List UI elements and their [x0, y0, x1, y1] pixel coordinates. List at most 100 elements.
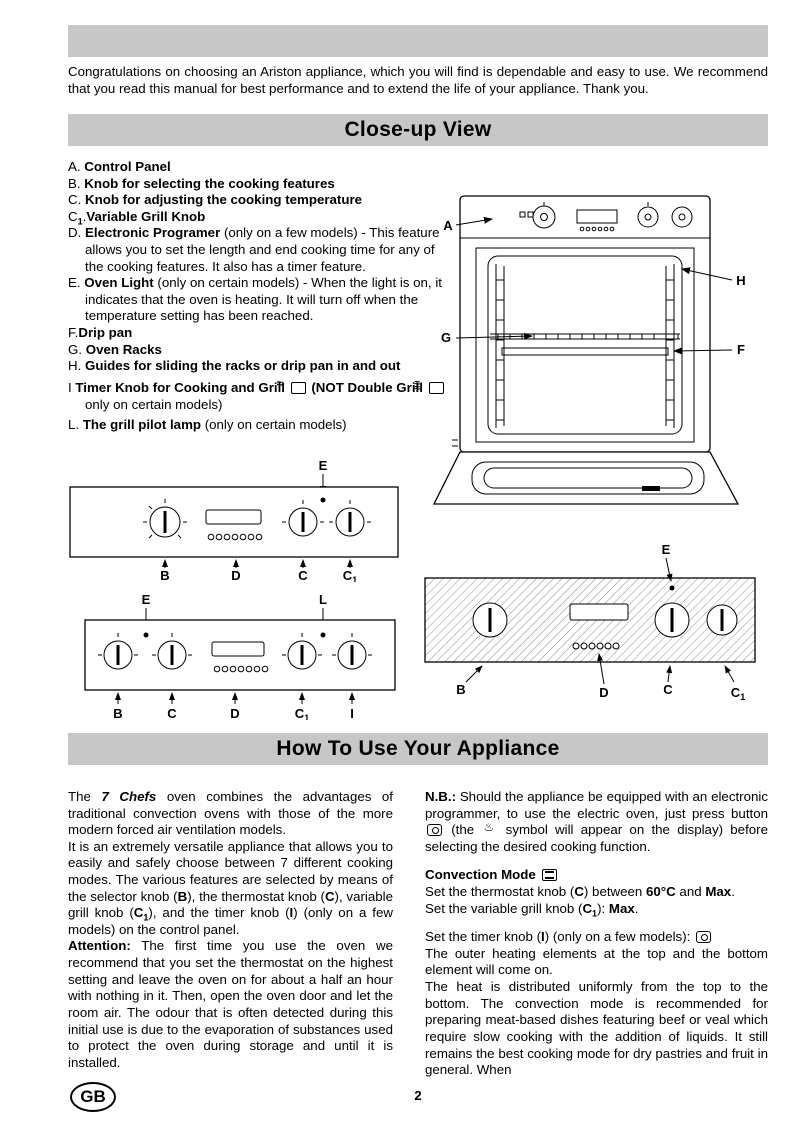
part-item-l: L. The grill pilot lamp (only on certain… [68, 417, 456, 434]
part-item-c: C. Knob for adjusting the cooking temper… [68, 192, 456, 209]
oven-door [432, 451, 740, 505]
part-text: Oven Racks [85, 341, 162, 357]
part-item-g: G. Oven Racks [68, 342, 456, 359]
part-text: Guides for sliding the racks or drip pan… [85, 358, 401, 374]
grill-icon [290, 381, 306, 394]
panel2-label-e: E [142, 592, 151, 607]
part-item-b: B. Knob for selecting the cooking featur… [68, 176, 456, 193]
steam-symbol-icon [483, 821, 496, 836]
part-text: Knob for adjusting the cooking temperatu… [85, 192, 363, 208]
part-letter: I [68, 379, 72, 395]
part-letter: B. [68, 175, 81, 191]
thermostat-setting-line: Set the thermostat knob (C) between 60°C… [425, 884, 735, 900]
part-text: Oven Light (only on certain models) - Wh… [84, 275, 442, 324]
part-item-d: D. Electronic Programer (only on a few m… [68, 225, 456, 275]
rack-guides-left [496, 279, 504, 421]
control-panel-diagram-1: E B D C C1 [69, 458, 399, 582]
grill-setting-line: Set the variable grill knob (C1): Max. [425, 900, 639, 919]
part-letter: D. [68, 225, 82, 241]
usage-section-title: How To Use Your Appliance [68, 733, 768, 765]
control-panel-diagram-2: E L B C D C1 [84, 592, 396, 720]
attention-paragraph: Attention: The first time you use the ov… [68, 938, 393, 1070]
panel2-display [211, 641, 265, 657]
panel2-label-l: L [319, 592, 327, 607]
part-text: Knob for selecting the cooking features [84, 175, 335, 191]
intro-paragraph: Congratulations on choosing an Ariston a… [68, 64, 768, 96]
part-letter: C. [68, 192, 82, 208]
door-handle [642, 486, 660, 491]
oven-label-g: G [441, 330, 451, 345]
part-letter: F. [68, 325, 79, 341]
usage-left-column: The 7 Chefs oven combines the advantages… [68, 789, 393, 1071]
versatile-paragraph: It is an extremely versatile appliance t… [68, 838, 393, 937]
heat-distribution-paragraph: The heat is distributed uniformly from t… [425, 979, 768, 1078]
seven-chefs-paragraph: The 7 Chefs oven combines the advantages… [68, 789, 393, 838]
nb-paragraph: N.B.: Should the appliance be equipped w… [425, 789, 768, 855]
part-item-c1: C1.Variable Grill Knob [68, 209, 456, 226]
part-text: Control Panel [84, 159, 171, 174]
rack-guides-right [666, 279, 674, 421]
part-item-f: F.Drip pan [68, 325, 456, 342]
part-text: Timer Knob for Cooking and Grill (NOT Do… [75, 380, 445, 412]
part-letter: G. [68, 341, 83, 357]
oven-label-h: H [736, 273, 745, 288]
grill-pilot-lamp-indicator [320, 632, 326, 638]
panel2-knob-thermostat [157, 640, 187, 670]
convection-mode-heading: Convection Mode [425, 867, 768, 884]
oven-display [576, 209, 618, 224]
part-letter: H. [68, 358, 82, 374]
panel1-label-b: B [160, 568, 169, 582]
oven-label-a: A [443, 218, 453, 233]
part-item-e: E. Oven Light (only on certain models) -… [68, 275, 456, 325]
part-letter: E. [68, 275, 81, 291]
panel3-label-c1: C1 [731, 685, 745, 700]
part-text: The grill pilot lamp (only on certain mo… [82, 417, 347, 433]
part-letter: A. [68, 159, 81, 174]
panel1-display [205, 509, 262, 525]
usage-right-column: N.B.: Should the appliance be equipped w… [425, 789, 768, 1079]
panel1-label-c1: C1 [343, 568, 357, 582]
oven-label-f: F [737, 342, 745, 357]
part-letter: C1. [68, 208, 87, 227]
oven-body [459, 195, 711, 453]
panel1-knob-thermostat [288, 507, 318, 537]
double-grill-icon [428, 381, 444, 394]
top-band [68, 25, 768, 57]
panel2-knob-variable-grill [287, 640, 317, 670]
panel3-label-e: E [662, 542, 671, 557]
closeup-section-title: Close-up View [68, 114, 768, 146]
oven-cavity [475, 247, 695, 443]
panel1-label-d: D [231, 568, 240, 582]
panel3-display [569, 603, 629, 621]
panel2-label-d: D [230, 706, 239, 720]
panel2-label-c: C [167, 706, 177, 720]
panel3-label-b: B [456, 682, 465, 697]
panel1-knob-selector [149, 506, 181, 538]
gb-label: GB [80, 1087, 106, 1107]
oven-light-indicator [320, 497, 326, 503]
panel2-label-b: B [113, 706, 122, 720]
panel2-knob-selector [103, 640, 133, 670]
heating-elements-paragraph: The outer heating elements at the top an… [425, 945, 768, 978]
part-text: Electronic Programer (only on a few mode… [85, 225, 440, 274]
oven-light-indicator [669, 585, 675, 591]
control-panel-diagram-3: E B D C C1 [424, 542, 756, 700]
hinge-marks [452, 439, 458, 447]
panel2-knob-timer [337, 640, 367, 670]
panel3-label-c: C [663, 682, 673, 697]
part-text: Variable Grill Knob [86, 208, 206, 224]
oven-diagram: A H G F [432, 195, 746, 505]
part-item-a: A. Control Panel [68, 159, 456, 176]
panel2-label-i: I [350, 706, 354, 720]
panel1-label-c: C [298, 568, 308, 582]
panel1-knob-variable-grill [335, 507, 365, 537]
press-button-icon [427, 824, 442, 837]
timer-setting-line: Set the timer knob (I) (only on a few mo… [425, 929, 768, 946]
panel3-label-d: D [599, 685, 608, 700]
oven-drip-pan [501, 347, 669, 356]
panel1-label-e: E [319, 458, 328, 473]
oven-light-indicator [143, 632, 149, 638]
part-text: Drip pan [78, 325, 133, 341]
press-button-icon [696, 931, 712, 944]
